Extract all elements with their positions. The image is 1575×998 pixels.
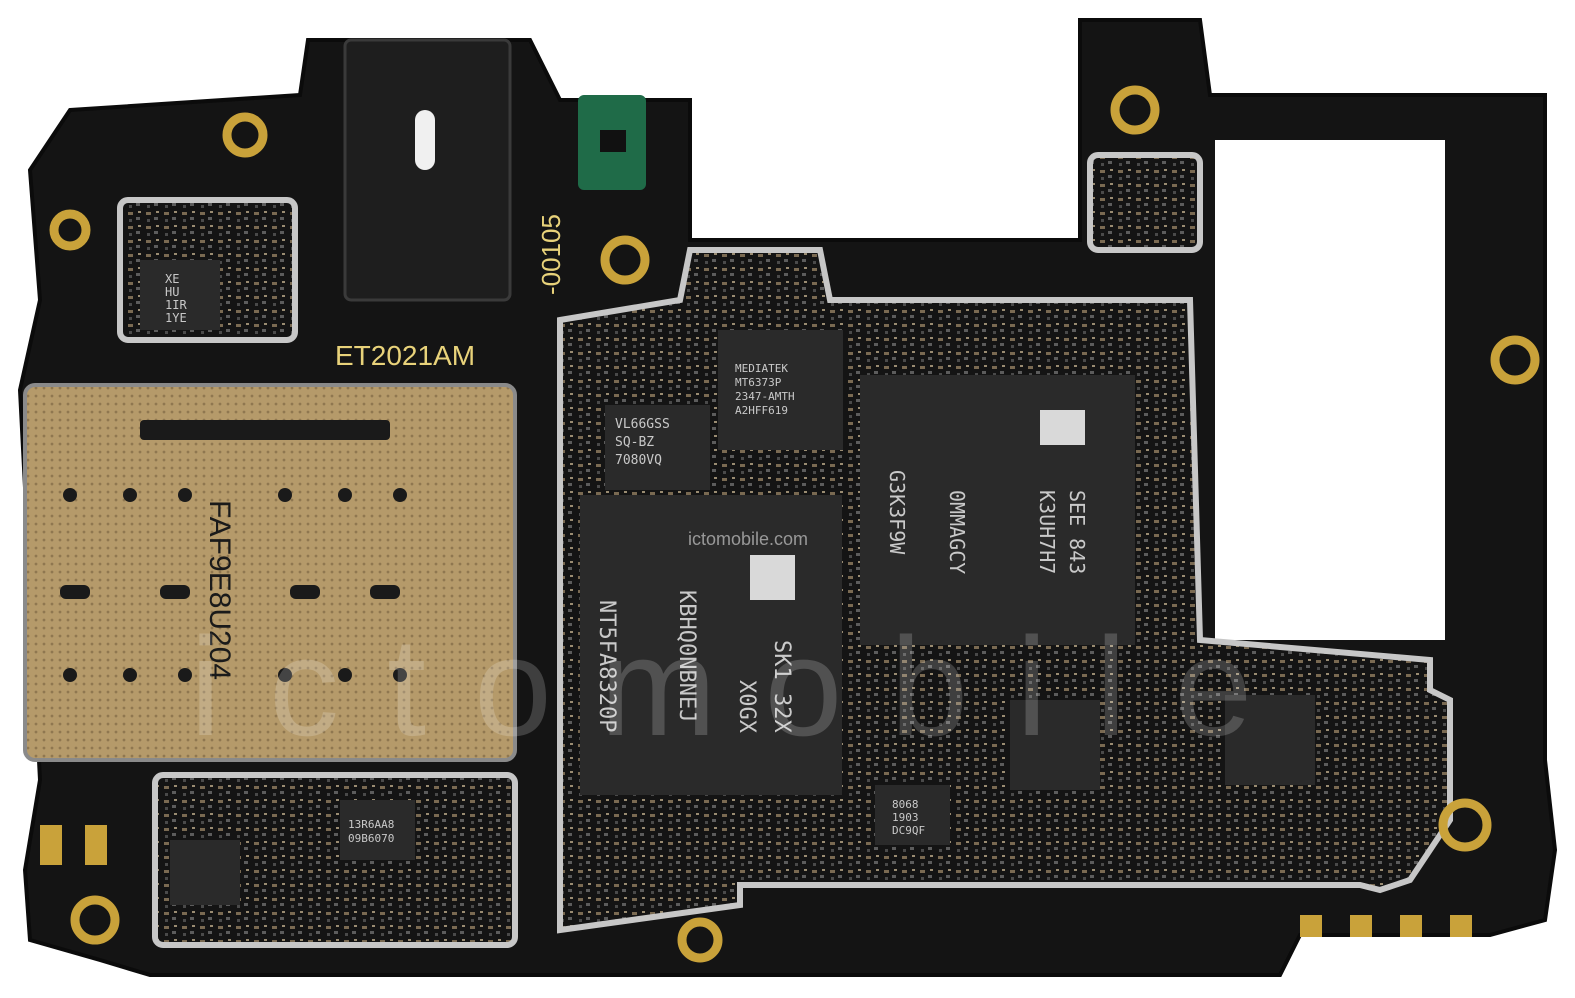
chip-samsung-line-4: G3K3F9W bbox=[885, 470, 909, 555]
top-right-shield bbox=[1087, 152, 1203, 253]
chip-bottom-left bbox=[340, 800, 415, 860]
bottom-left-shield bbox=[152, 772, 518, 948]
chip-bottom-mid bbox=[875, 785, 950, 845]
board-cutout bbox=[1215, 140, 1445, 640]
chip-mediatek bbox=[718, 330, 843, 450]
sim-tray bbox=[23, 383, 517, 762]
chip-bottom-left-2 bbox=[170, 840, 240, 905]
chip-sk-line-2: X0GX bbox=[734, 680, 759, 734]
chip-samsung-line-1: SEE 843 bbox=[1065, 490, 1089, 574]
chip-samsung-line-2: K3UH7H7 bbox=[1035, 490, 1059, 574]
silkscreen-code-vertical: -00105 bbox=[536, 214, 566, 295]
watermark-url: ictomobile.com bbox=[688, 529, 808, 549]
chip-mediatek-line-1: MEDIATEK bbox=[735, 362, 788, 375]
sim-slot bbox=[140, 420, 390, 440]
chip-top-left bbox=[140, 260, 220, 330]
chip-bottom-mid-line-2: 1903 bbox=[892, 811, 919, 824]
chip-sk-line-3: KBHQ0NBNEJ bbox=[674, 590, 699, 722]
audio-jack bbox=[343, 38, 512, 302]
silkscreen-sim-code: FAF9E8U204 bbox=[203, 500, 236, 680]
chip-sk-ram bbox=[580, 495, 842, 795]
chip-samsung-line-3: 0MMAGCY bbox=[945, 490, 969, 574]
chip-small-left-line-3: 7080VQ bbox=[615, 453, 662, 468]
sensor-chip bbox=[600, 130, 626, 152]
chip-mediatek-line-2: MT6373P bbox=[735, 376, 782, 389]
chip-pmic-right bbox=[1010, 700, 1100, 790]
watermark-big: ictomobile bbox=[190, 608, 1300, 765]
chip-bottom-left-line-1: 13R6AA8 bbox=[348, 818, 394, 831]
chip-mediatek-line-4: A2HFF619 bbox=[735, 404, 788, 417]
chip-bottom-mid-line-1: 8068 bbox=[892, 798, 919, 811]
chip-bottom-mid-line-3: DC9QF bbox=[892, 824, 925, 837]
chip-top-left-line-1: XE bbox=[165, 272, 179, 286]
silkscreen-board-id: ET2021AM bbox=[335, 340, 475, 371]
screw-holes bbox=[49, 85, 1540, 963]
qr-code bbox=[1040, 410, 1085, 445]
contact-pads bbox=[40, 825, 1472, 937]
chip-bottom-left-line-2: 09B6070 bbox=[348, 832, 394, 845]
chip-top-left-line-3: 1IR bbox=[165, 298, 187, 312]
chip-small-left-line-1: VL66GSS bbox=[615, 417, 670, 432]
chip-mediatek-line-3: 2347-AMTH bbox=[735, 390, 795, 403]
sim-contacts bbox=[60, 488, 407, 682]
chip-top-left-line-4: 1YE bbox=[165, 311, 187, 325]
audio-jack-slot bbox=[415, 110, 435, 170]
chip-small-left-line-2: SQ-BZ bbox=[615, 435, 654, 450]
chip-sk-line-1: SK1 32X bbox=[769, 640, 794, 733]
chip-right-small bbox=[1225, 695, 1315, 785]
chip-small-left bbox=[605, 405, 710, 490]
chip-top-left-line-2: HU bbox=[165, 285, 179, 299]
qr-code-2 bbox=[750, 555, 795, 600]
chip-samsung-flash bbox=[860, 375, 1135, 645]
chip-sk-line-4: NT5FA8320P bbox=[594, 600, 619, 732]
